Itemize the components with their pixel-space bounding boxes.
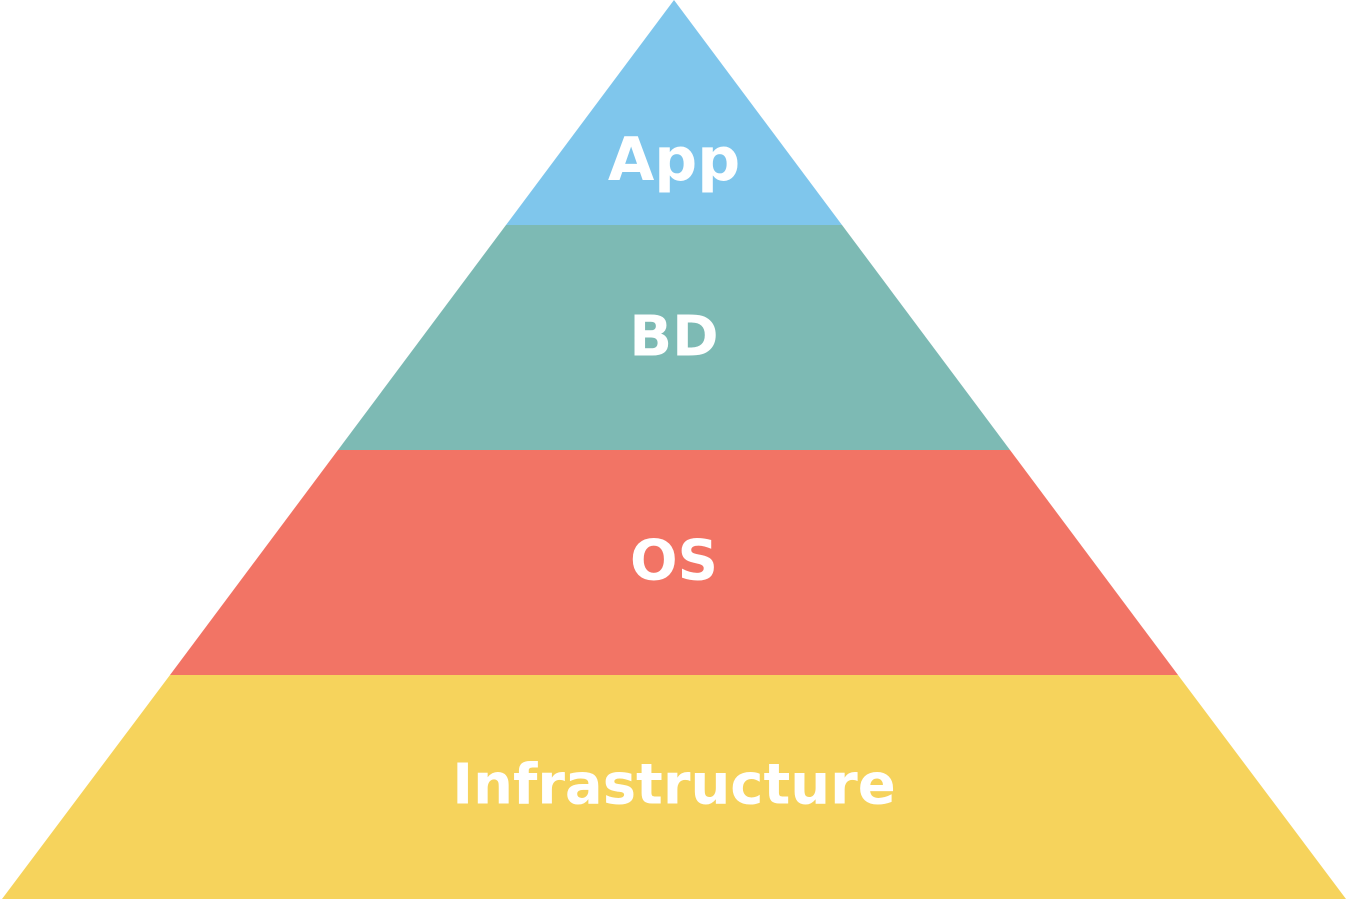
layer-os-label: OS xyxy=(630,529,718,594)
layer-infrastructure-band xyxy=(2,675,1346,899)
layer-app: App xyxy=(506,0,842,225)
layer-infrastructure-label: Infrastructure xyxy=(452,753,896,818)
layer-os: OS xyxy=(170,450,1178,675)
layer-bd-label: BD xyxy=(629,305,718,370)
layer-bd-band xyxy=(338,225,1010,450)
layer-infrastructure: Infrastructure xyxy=(2,675,1346,899)
layer-os-band xyxy=(170,450,1178,675)
layer-app-label: App xyxy=(608,125,740,195)
layer-bd: BD xyxy=(338,225,1010,450)
layer-app-band xyxy=(506,0,842,225)
